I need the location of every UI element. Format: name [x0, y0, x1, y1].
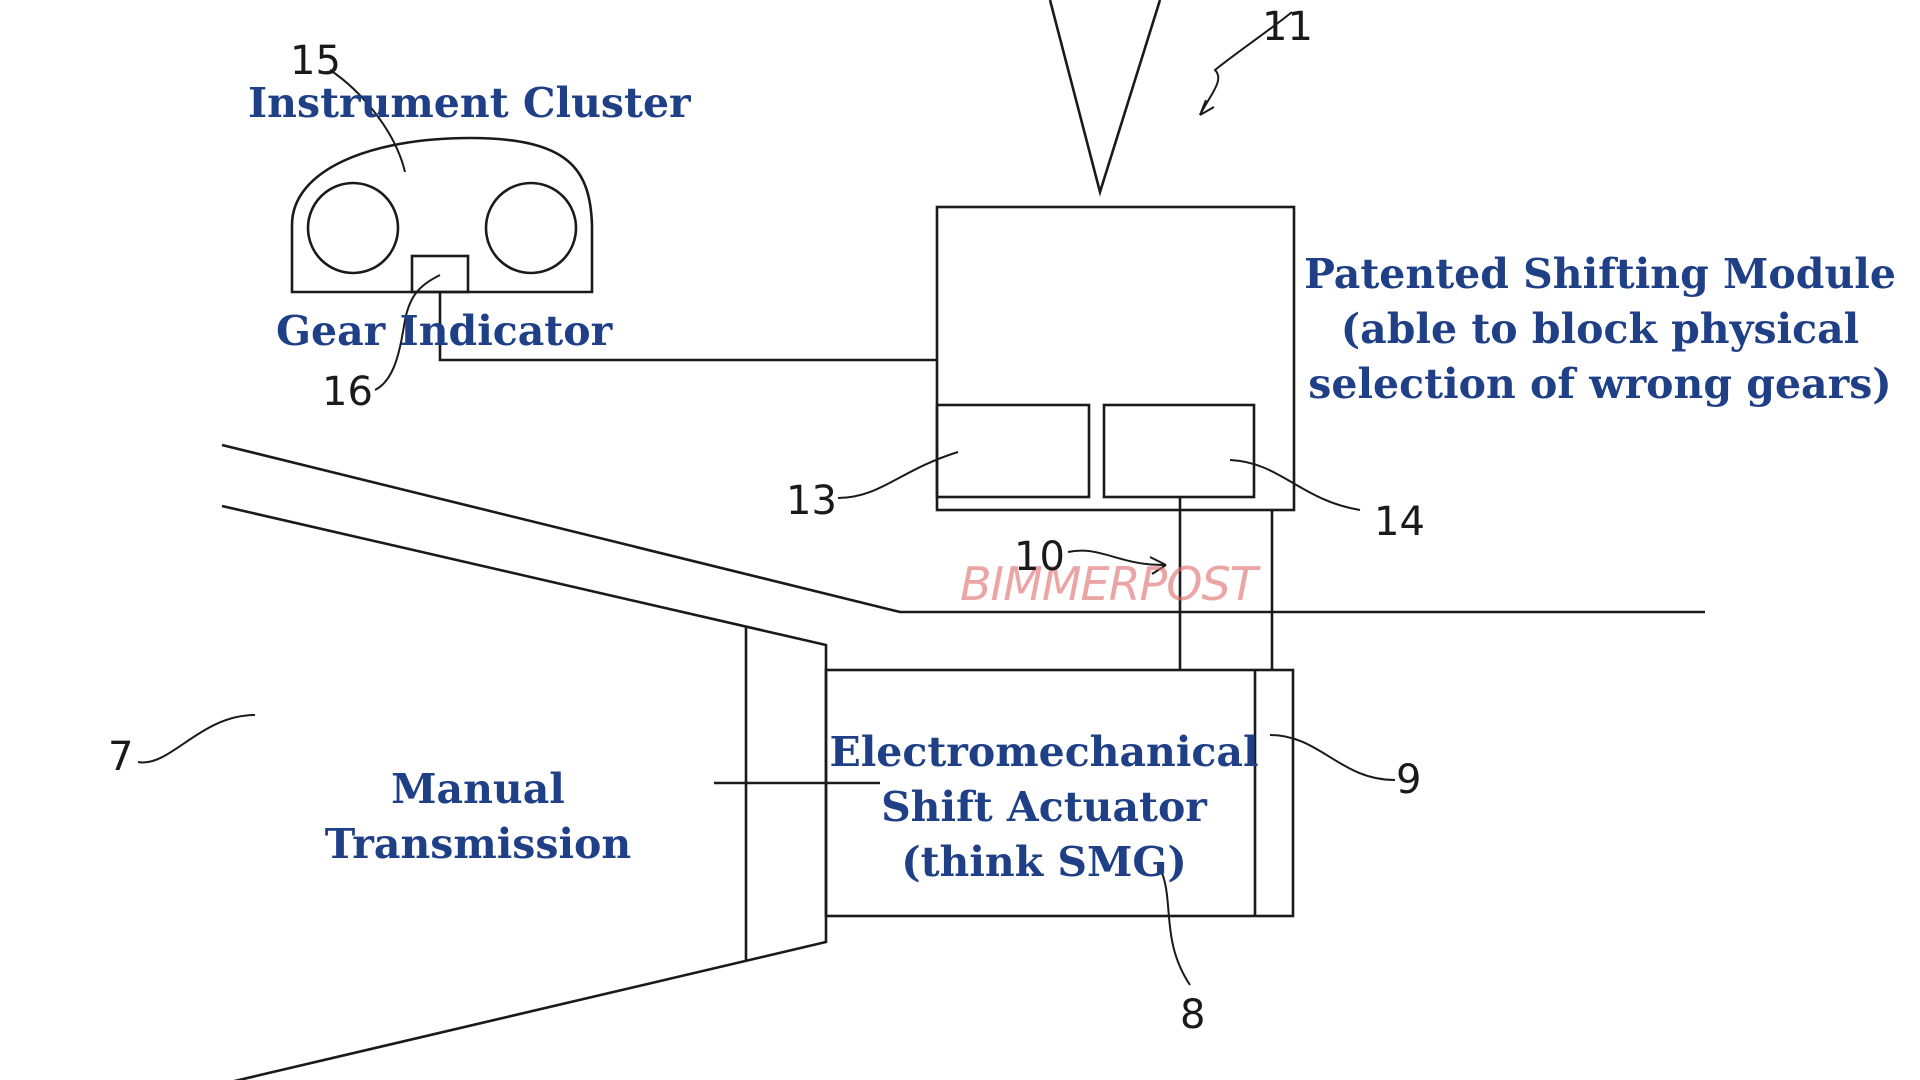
- ref-number-15: 15: [290, 38, 341, 84]
- module-sub-unit-14: [1104, 405, 1254, 497]
- leader-13: [838, 452, 958, 498]
- label-instrument-cluster: Instrument Cluster: [248, 79, 692, 127]
- gauge-left: [308, 183, 398, 273]
- ref-number-10: 10: [1014, 534, 1065, 580]
- ref-number-8: 8: [1180, 992, 1205, 1038]
- module-sub-unit-13: [937, 405, 1089, 497]
- ref-number-13: 13: [786, 478, 837, 524]
- gauge-right: [486, 183, 576, 273]
- leader-9: [1270, 735, 1395, 780]
- watermark-text: BIMMERPOST: [960, 557, 1262, 611]
- label-module-line2: (able to block physical: [1341, 305, 1859, 353]
- label-actuator-line2: Shift Actuator: [881, 783, 1208, 831]
- ref-number-7: 7: [108, 734, 133, 780]
- gear-indicator-display: [412, 256, 468, 292]
- label-actuator-line1: Electromechanical: [829, 728, 1258, 776]
- leader-7: [138, 715, 255, 762]
- label-transmission-line1: Manual: [391, 765, 565, 813]
- ref-number-14: 14: [1374, 499, 1425, 545]
- ref-number-9: 9: [1396, 757, 1421, 803]
- shifting-module-box: [937, 207, 1294, 510]
- label-transmission-line2: Transmission: [325, 820, 631, 868]
- label-actuator-line3: (think SMG): [901, 838, 1187, 886]
- ref-number-16: 16: [322, 369, 373, 415]
- label-module-line1: Patented Shifting Module: [1304, 250, 1896, 298]
- label-module-line3: selection of wrong gears): [1308, 360, 1891, 408]
- antenna-shape: [1050, 0, 1160, 192]
- label-gear-indicator: Gear Indicator: [276, 307, 614, 355]
- ref-number-11: 11: [1262, 4, 1313, 50]
